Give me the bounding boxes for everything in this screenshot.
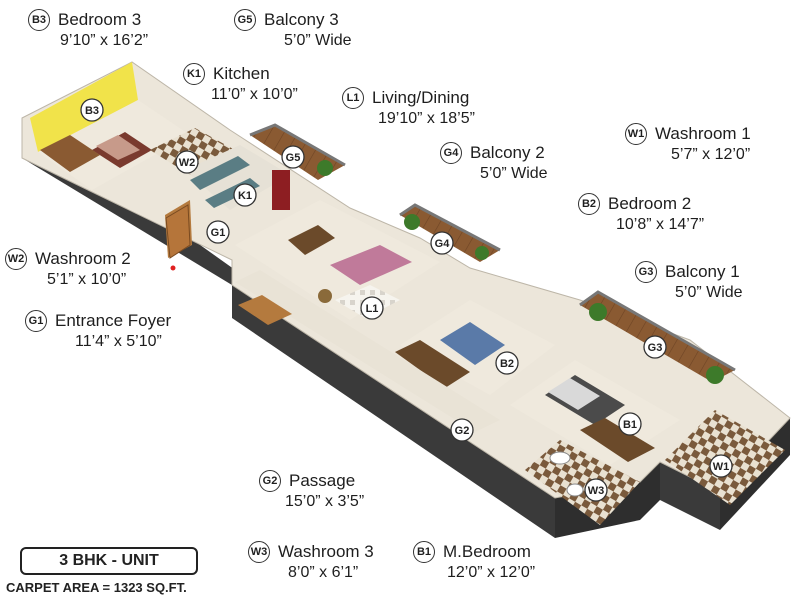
badge-b2: B2 (578, 193, 600, 215)
legend-master-bedroom: B1 M.Bedroom 12’0” x 12’0” (413, 541, 535, 582)
badge-w2: W2 (5, 248, 27, 270)
svg-text:B2: B2 (500, 358, 514, 370)
legend-dims: 19’10” x 18’5” (378, 110, 475, 127)
badge-g2: G2 (259, 470, 281, 492)
legend-name: Entrance Foyer (55, 311, 172, 330)
room-master-bedroom (510, 360, 680, 465)
badge-w1: W1 (625, 123, 647, 145)
svg-text:G3: G3 (648, 342, 663, 354)
legend-name: Living/Dining (372, 88, 470, 107)
legend-kitchen: K1 Kitchen 11’0” x 10’0” (183, 63, 298, 104)
room-washroom-3 (525, 440, 640, 525)
tag-w3: W3 (584, 478, 608, 502)
legend-name: Washroom 3 (278, 542, 374, 561)
legend-name: M.Bedroom (443, 542, 531, 561)
legend-name: Balcony 3 (264, 10, 339, 29)
svg-text:W2: W2 (179, 157, 196, 169)
badge-g3: G3 (635, 261, 657, 283)
legend-passage: G2 Passage 15’0” x 3’5” (259, 470, 364, 511)
legend-dims: 10’8” x 14’7” (616, 216, 705, 233)
entrance-marker (170, 265, 176, 271)
legend-dims: 5’7” x 12’0” (671, 146, 751, 163)
legend-name: Bedroom 2 (608, 194, 692, 213)
tag-b3: B3 (80, 98, 104, 122)
badge-g1: G1 (25, 310, 47, 332)
room-bedroom-2 (395, 300, 555, 395)
legend-balcony-1: G3 Balcony 1 5’0” Wide (635, 261, 743, 302)
legend-dims: 12’0” x 12’0” (447, 564, 536, 581)
tag-g3: G3 (643, 335, 667, 359)
room-passage (235, 270, 500, 432)
badge-w3: W3 (248, 541, 270, 563)
tag-w2: W2 (175, 150, 199, 174)
tag-k1: K1 (233, 183, 257, 207)
tag-b1: B1 (618, 412, 642, 436)
svg-text:K1: K1 (238, 190, 252, 202)
legend-name: Balcony 2 (470, 143, 545, 162)
legend-dims: 11’0” x 10’0” (211, 86, 298, 103)
legend-name: Washroom 2 (35, 249, 131, 268)
svg-text:B1: B1 (623, 419, 637, 431)
legend-name: Passage (289, 471, 356, 490)
entrance-door (165, 204, 191, 259)
legend-name: Bedroom 3 (58, 10, 142, 29)
svg-text:G5: G5 (286, 152, 301, 164)
legend-balcony-2: G4 Balcony 2 5’0” Wide (440, 142, 548, 183)
tag-g5: G5 (281, 145, 305, 169)
svg-text:G2: G2 (455, 425, 470, 437)
svg-text:W1: W1 (713, 461, 730, 473)
legend-washroom-2: W2 Washroom 2 5’1” x 10’0” (5, 248, 131, 289)
legend-entrance-foyer: G1 Entrance Foyer 11’4” x 5’10” (25, 310, 171, 351)
svg-text:G1: G1 (211, 227, 226, 239)
legend-bedroom-3: B3 Bedroom 3 9’10” x 16’2” (28, 9, 148, 50)
legend-dims: 9’10” x 16’2” (60, 32, 149, 49)
carpet-area-label: CARPET AREA = 1323 SQ.FT. (6, 580, 187, 595)
tag-w1: W1 (709, 454, 733, 478)
tag-g2: G2 (450, 418, 474, 442)
svg-text:G4: G4 (435, 238, 451, 250)
legend-dims: 5’1” x 10’0” (47, 271, 127, 288)
tag-g4: G4 (430, 231, 454, 255)
legend-dims: 15’0” x 3’5” (285, 493, 365, 510)
svg-text:B3: B3 (85, 105, 99, 117)
legend-washroom-1: W1 Washroom 1 5’7” x 12’0” (625, 123, 751, 164)
legend-washroom-3: W3 Washroom 3 8’0” x 6’1” (248, 541, 374, 582)
room-washroom-2 (150, 128, 235, 175)
tag-l1: L1 (360, 296, 384, 320)
svg-text:W3: W3 (588, 485, 605, 497)
legend-dims: 11’4” x 5’10” (75, 333, 162, 350)
badge-k1: K1 (183, 63, 205, 85)
plan-room-tags: B3 W2 G5 K1 G1 G4 L1 B2 G3 B1 G2 W1 W3 (80, 98, 733, 502)
tag-b2: B2 (495, 351, 519, 375)
legend-name: Balcony 1 (665, 262, 740, 281)
badge-g4: G4 (440, 142, 462, 164)
badge-b3: B3 (28, 9, 50, 31)
legend-bedroom-2: B2 Bedroom 2 10’8” x 14’7” (578, 193, 704, 234)
legend-balcony-3: G5 Balcony 3 5’0” Wide (234, 9, 352, 50)
legend-living-dining: L1 Living/Dining 19’10” x 18’5” (342, 87, 475, 128)
tag-g1: G1 (206, 220, 230, 244)
badge-g5: G5 (234, 9, 256, 31)
legend-name: Kitchen (213, 64, 270, 83)
legend-dims: 5’0” Wide (284, 32, 352, 49)
unit-type-label: 3 BHK - UNIT (20, 547, 198, 575)
badge-l1: L1 (342, 87, 364, 109)
legend-dims: 5’0” Wide (675, 284, 743, 301)
legend-name: Washroom 1 (655, 124, 751, 143)
legend-dims: 5’0” Wide (480, 165, 548, 182)
room-balcony-2 (399, 203, 501, 262)
badge-b1: B1 (413, 541, 435, 563)
legend-dims: 8’0” x 6’1” (288, 564, 359, 581)
svg-text:L1: L1 (366, 303, 379, 315)
